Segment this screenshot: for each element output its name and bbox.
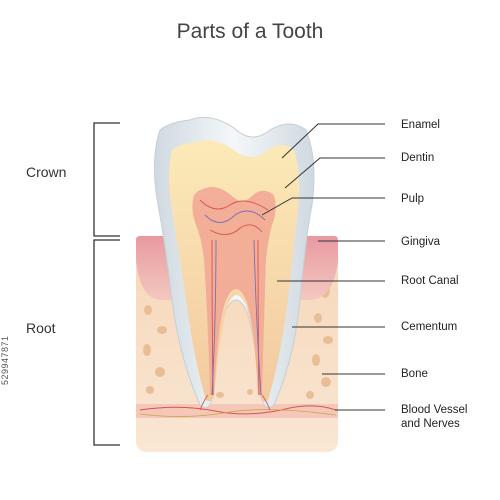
label-dentin: Dentin (401, 152, 435, 164)
diagram-title: Parts of a Tooth (176, 20, 324, 43)
label-blood-vessel-and-nerves: Blood Vessel and Nerves (401, 404, 468, 430)
label-pulp: Pulp (401, 193, 425, 205)
label-enamel: Enamel (401, 119, 440, 131)
nerve-line (139, 409, 337, 417)
crown-bracket (93, 122, 120, 237)
root-label: Root (26, 320, 56, 336)
root-bracket (93, 239, 120, 446)
label-gingiva: Gingiva (401, 236, 440, 248)
leader-lines (261, 123, 385, 411)
label-cementum: Cementum (401, 321, 458, 333)
vessel-line (139, 405, 337, 415)
stock-id-watermark: 529947871 (0, 335, 10, 385)
pulp-shape (192, 187, 276, 395)
label-bone: Bone (401, 368, 428, 380)
label-root-canal: Root Canal (401, 275, 459, 287)
pulp-vessels (199, 199, 271, 411)
crown-label: Crown (26, 164, 67, 180)
